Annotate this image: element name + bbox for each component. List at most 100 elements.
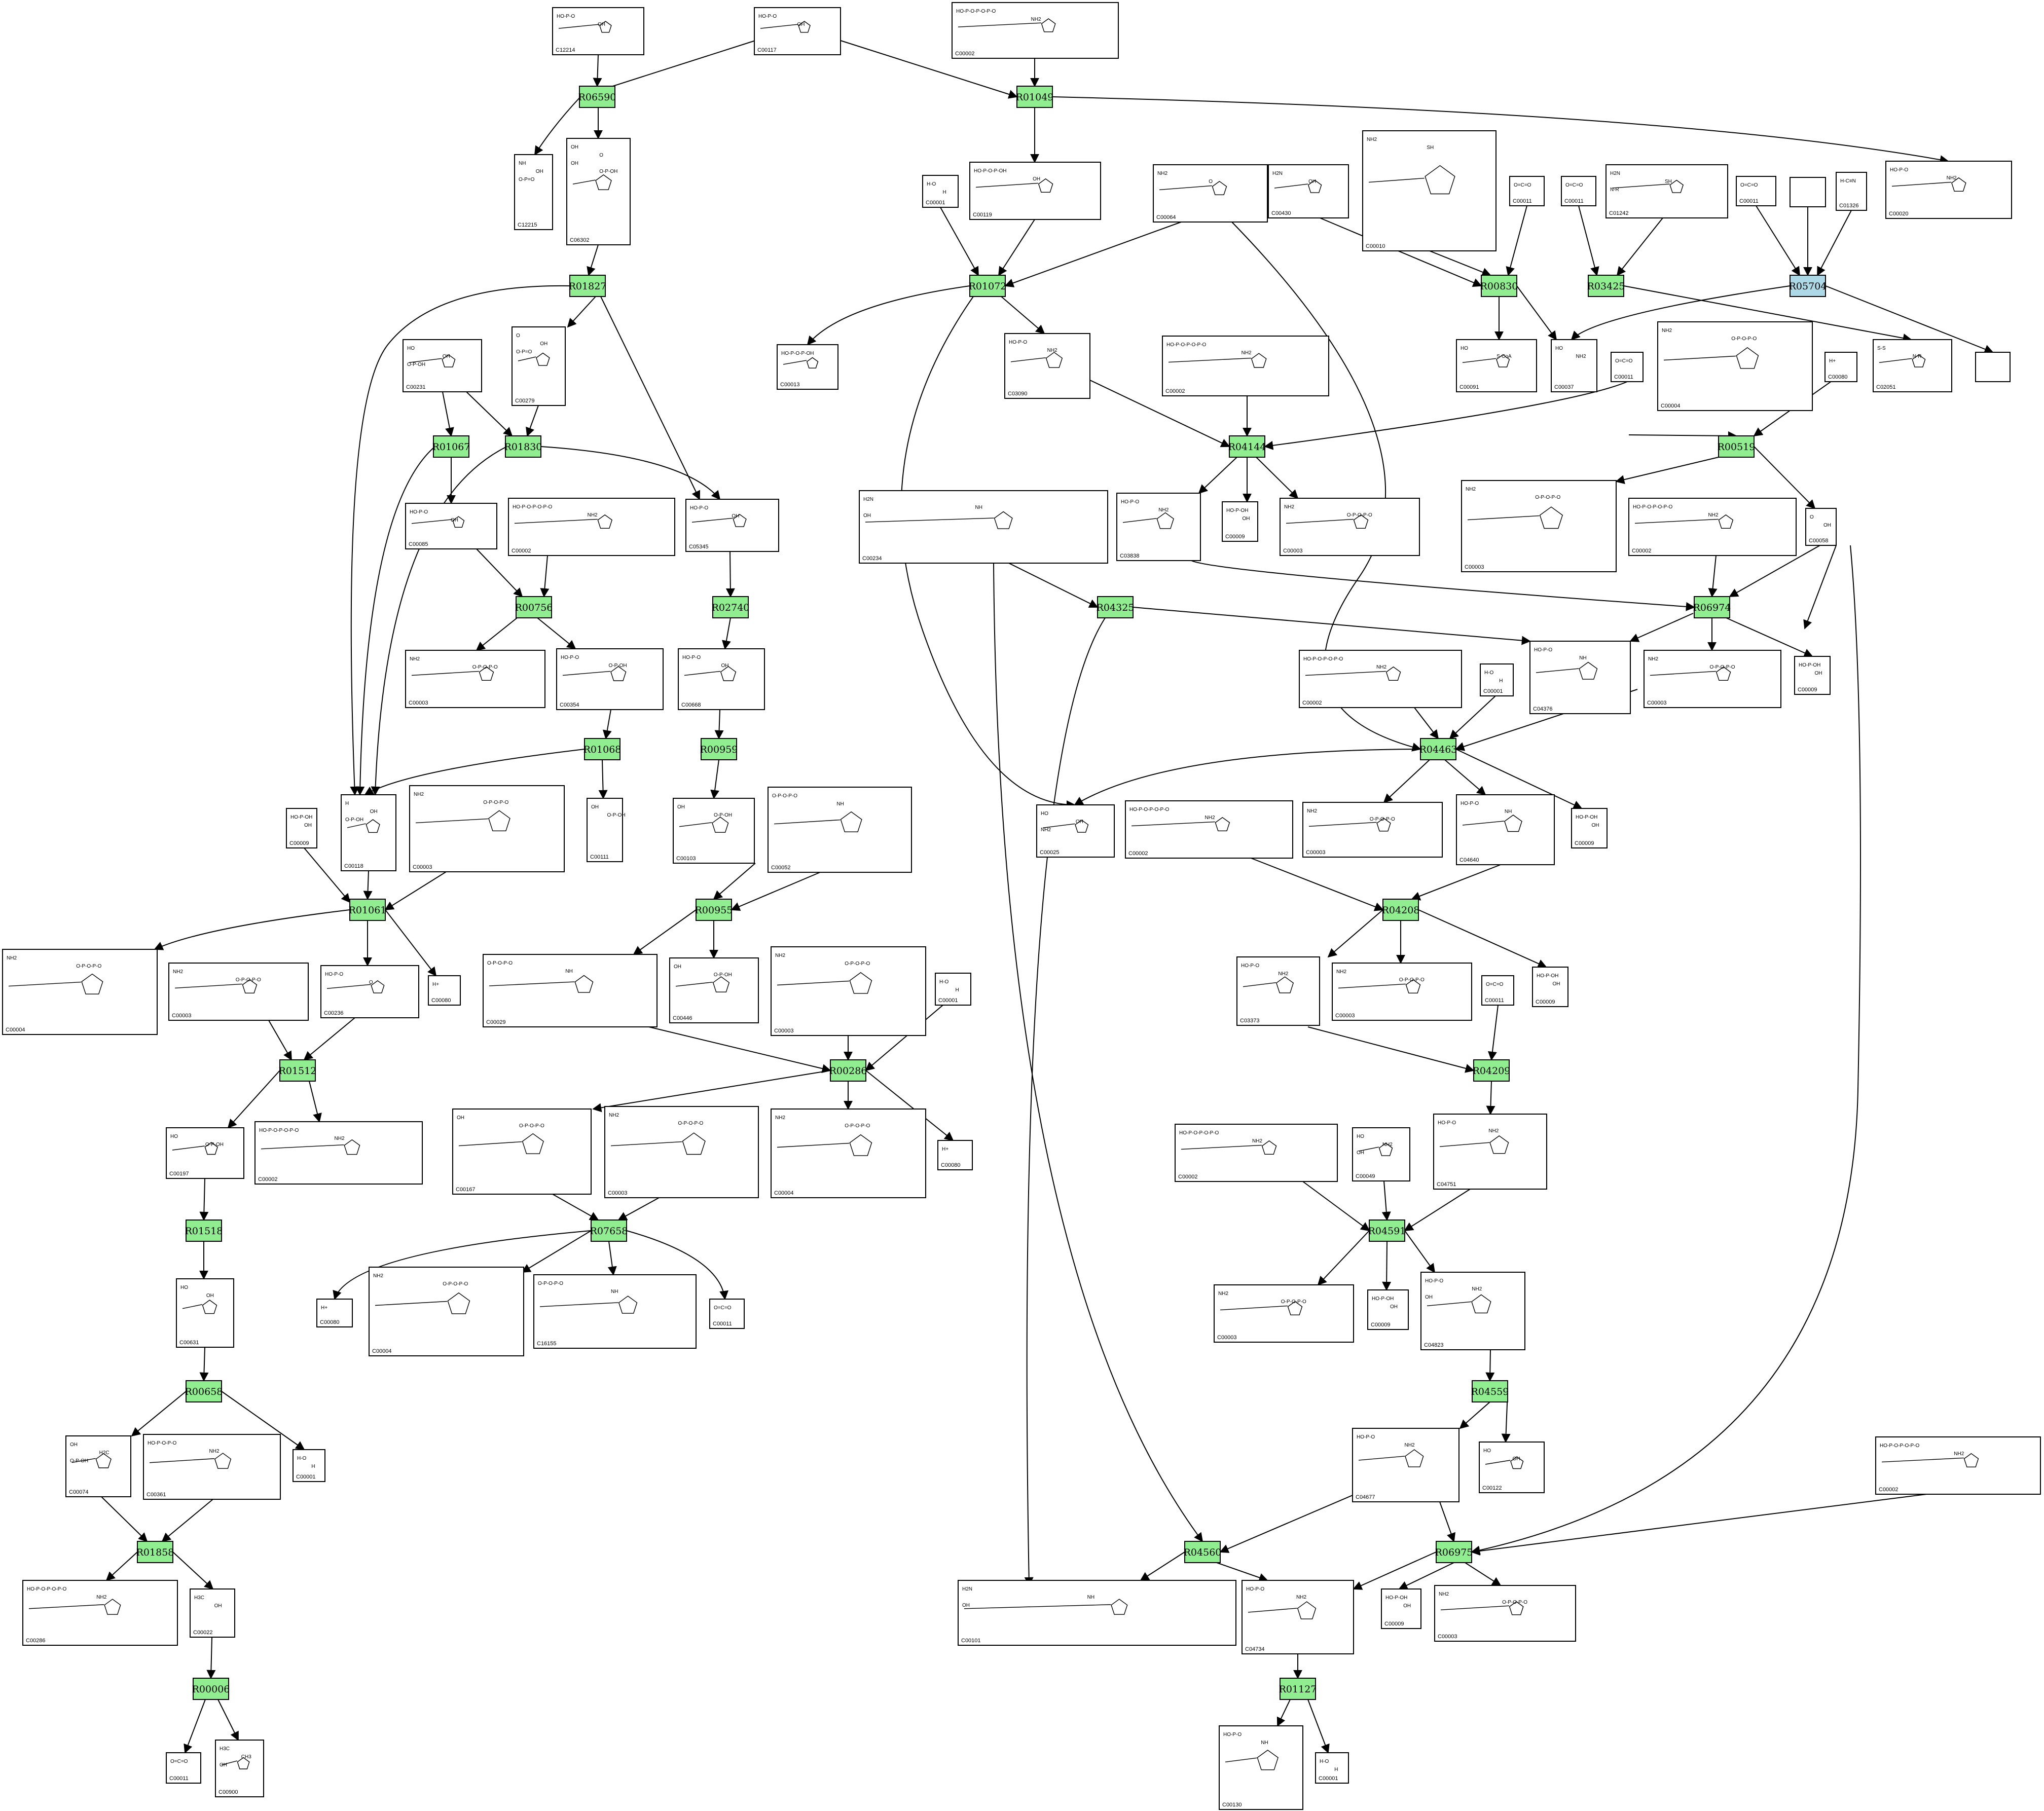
reaction-r01068[interactable]: R01068: [583, 738, 622, 760]
reaction-r04591[interactable]: R04591: [1368, 1219, 1406, 1242]
reaction-r05704[interactable]: R05704: [1789, 275, 1827, 297]
reaction-r01830[interactable]: R01830: [504, 435, 542, 458]
reaction-r01518[interactable]: R01518: [185, 1219, 223, 1242]
compound-c00080[interactable]: H+C00080: [428, 975, 461, 1006]
compound-c00080[interactable]: H+C00080: [937, 1140, 973, 1170]
reaction-r00006[interactable]: R00006: [192, 1678, 230, 1700]
reaction-r01067[interactable]: R01067: [432, 435, 470, 458]
reaction-r06975[interactable]: R06975: [1435, 1541, 1473, 1563]
reaction-r04144[interactable]: R04144: [1228, 435, 1266, 458]
reaction-r00830[interactable]: R00830: [1480, 275, 1518, 297]
reaction-r04560[interactable]: R04560: [1184, 1541, 1222, 1563]
reaction-r00955[interactable]: R00955: [695, 899, 733, 921]
reaction-r00756[interactable]: R00756: [515, 596, 553, 618]
reaction-r06590[interactable]: R06590: [578, 86, 616, 108]
reaction-r00658[interactable]: R00658: [185, 1380, 223, 1402]
reaction-r03425[interactable]: R03425: [1587, 275, 1625, 297]
reaction-r00286[interactable]: R00286: [829, 1059, 867, 1082]
compound-c00080[interactable]: H+C00080: [1824, 352, 1857, 382]
reaction-r04559[interactable]: R04559: [1471, 1380, 1509, 1402]
reaction-r04209[interactable]: R04209: [1473, 1059, 1511, 1082]
reaction-r01512[interactable]: R01512: [279, 1059, 317, 1082]
reaction-r01827[interactable]: R01827: [569, 275, 607, 297]
compound-c00080[interactable]: H+C00080: [316, 1299, 353, 1327]
reaction-r00959[interactable]: R00959: [700, 738, 738, 760]
reaction-r01072[interactable]: R01072: [969, 275, 1007, 297]
reaction-r01049[interactable]: R01049: [1016, 86, 1054, 108]
reaction-r01061[interactable]: R01061: [349, 899, 387, 921]
reaction-r04208[interactable]: R04208: [1382, 899, 1420, 921]
